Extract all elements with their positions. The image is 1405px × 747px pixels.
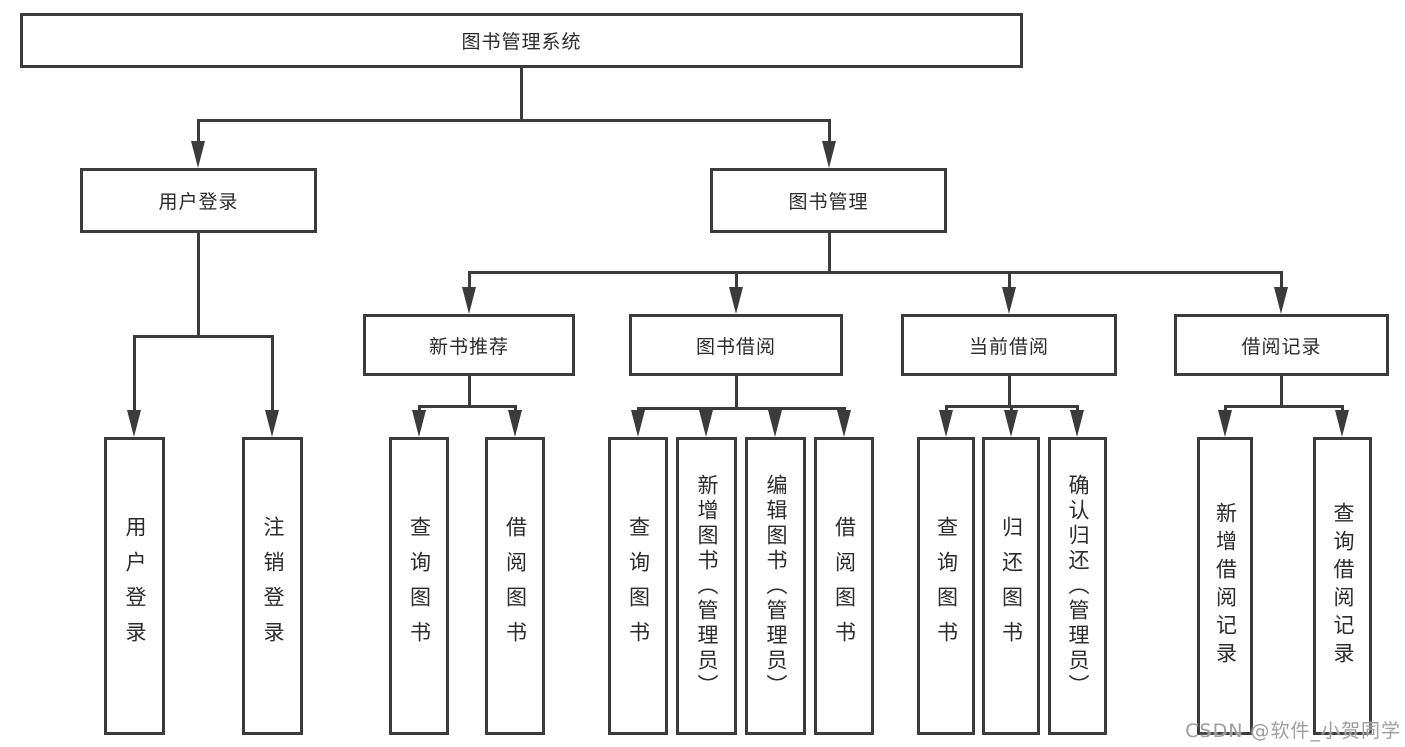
node-label-root: 图书管理系统: [461, 31, 582, 53]
node-leaf-br-query: 查询借阅记录: [1313, 437, 1372, 735]
node-leaf-logout: 注销登录: [242, 437, 303, 735]
watermark: CSDN @软件_小贺同学: [1185, 720, 1401, 742]
connector-bar: [196, 118, 831, 122]
node-leaf-br-add: 新增借阅记录: [1197, 437, 1253, 735]
node-leaf-cb-return: 归还图书: [982, 437, 1040, 735]
node-label-borrow-record: 借阅记录: [1241, 335, 1322, 358]
node-label-leaf-cb-confirm: 确认归还（管理员）: [1066, 473, 1090, 699]
node-label-user-login: 用户登录: [158, 191, 239, 213]
connector-drop: [827, 120, 831, 144]
arrow-down-icon: [461, 287, 476, 314]
connector-bar: [1223, 404, 1344, 408]
arrow-down-icon: [507, 410, 522, 437]
connector-drop: [1340, 406, 1344, 413]
node-borrow-record: 借阅记录: [1174, 314, 1389, 376]
node-user-login: 用户登录: [80, 168, 317, 233]
arrow-down-icon: [1273, 287, 1288, 314]
node-current-borrow: 当前借阅: [901, 314, 1117, 376]
node-label-leaf-br-query: 查询借阅记录: [1331, 502, 1355, 670]
arrow-down-icon: [938, 410, 953, 437]
node-label-current-borrow: 当前借阅: [968, 335, 1049, 358]
node-label-leaf-bb-add: 新增图书（管理员）: [695, 473, 719, 699]
connector-drop: [1009, 406, 1013, 413]
connector-drop: [467, 272, 471, 290]
arrow-down-icon: [821, 141, 836, 168]
node-label-leaf-cb-query: 查询图书: [934, 516, 959, 656]
connector-stem: [1007, 376, 1011, 406]
node-leaf-bb-edit: 编辑图书（管理员）: [745, 437, 806, 735]
node-label-book-borrow: 图书借阅: [695, 335, 776, 358]
connector-stem: [734, 376, 738, 408]
arrow-down-icon: [1334, 410, 1349, 437]
connector-drop: [1223, 406, 1227, 413]
node-label-leaf-nbr-borrow: 借阅图书: [503, 516, 528, 656]
connector-bar: [467, 270, 1283, 274]
arrow-down-icon: [190, 141, 205, 168]
node-root: 图书管理系统: [20, 13, 1023, 68]
node-label-leaf-nbr-query: 查询图书: [407, 516, 432, 656]
connector-drop: [132, 336, 136, 413]
node-leaf-bb-query: 查询图书: [608, 437, 668, 735]
arrow-down-icon: [126, 410, 141, 437]
connector-stem: [520, 68, 523, 120]
node-label-leaf-br-add: 新增借阅记录: [1213, 502, 1238, 670]
arrow-down-icon: [698, 410, 713, 437]
node-label-leaf-logout: 注销登录: [261, 516, 285, 656]
connector-stem: [1279, 376, 1283, 406]
connector-drop: [1279, 272, 1283, 290]
node-leaf-nbr-borrow: 借阅图书: [485, 437, 545, 735]
connector-drop: [1007, 272, 1011, 290]
connector-stem: [196, 233, 200, 336]
arrow-down-icon: [836, 410, 851, 437]
connector-stem: [467, 376, 471, 406]
connector-drop: [270, 336, 274, 413]
node-leaf-cb-query: 查询图书: [917, 437, 975, 735]
arrow-down-icon: [630, 410, 645, 437]
node-leaf-bb-add: 新增图书（管理员）: [676, 437, 737, 735]
node-label-leaf-bb-edit: 编辑图书（管理员）: [764, 473, 788, 699]
arrow-down-icon: [767, 410, 782, 437]
connector-drop: [734, 272, 738, 290]
arrow-down-icon: [728, 287, 743, 314]
node-new-book-rec: 新书推荐: [363, 314, 575, 376]
connector-drop: [944, 406, 948, 413]
connector-drop: [1075, 406, 1079, 413]
connector-drop: [196, 120, 200, 144]
node-label-book-mgmt: 图书管理: [788, 191, 869, 213]
connector-drop: [417, 406, 421, 413]
node-label-new-book-rec: 新书推荐: [428, 335, 509, 358]
connector-bar: [636, 406, 846, 410]
connector-bar: [417, 404, 517, 408]
node-book-borrow: 图书借阅: [629, 314, 843, 376]
arrow-down-icon: [1217, 410, 1232, 437]
node-leaf-bb-borrow: 借阅图书: [814, 437, 874, 735]
node-leaf-cb-confirm: 确认归还（管理员）: [1048, 437, 1107, 735]
connector-drop: [513, 406, 517, 413]
node-book-mgmt: 图书管理: [710, 168, 947, 233]
arrow-down-icon: [1003, 410, 1018, 437]
arrow-down-icon: [264, 410, 279, 437]
arrow-down-icon: [1001, 287, 1016, 314]
connector-bar: [132, 334, 274, 338]
node-label-leaf-bb-query: 查询图书: [626, 516, 651, 656]
connector-stem: [827, 233, 831, 272]
node-label-leaf-cb-return: 归还图书: [999, 516, 1024, 656]
node-leaf-nbr-query: 查询图书: [389, 437, 449, 735]
arrow-down-icon: [411, 410, 426, 437]
node-leaf-login: 用户登录: [104, 437, 165, 735]
node-label-leaf-login: 用户登录: [123, 516, 147, 656]
arrow-down-icon: [1069, 410, 1084, 437]
node-label-leaf-bb-borrow: 借阅图书: [832, 516, 857, 656]
